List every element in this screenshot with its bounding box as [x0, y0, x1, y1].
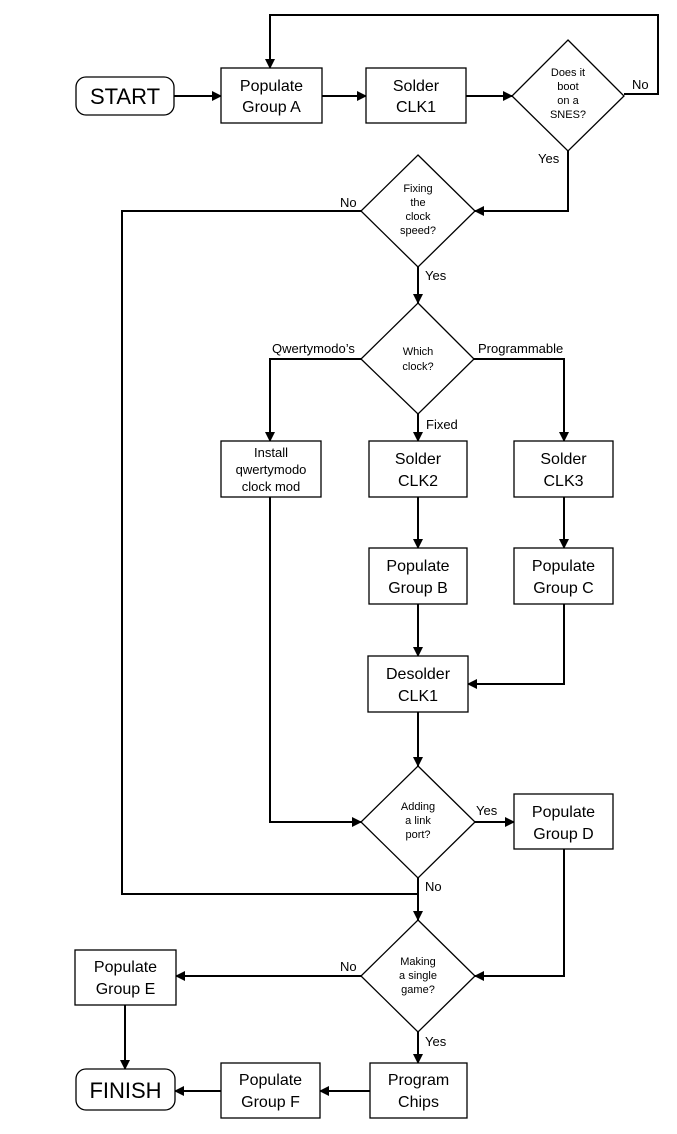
install-mod-line1: Install — [254, 445, 288, 460]
edge-label-clock-programmable: Programmable — [478, 341, 563, 356]
edge-label-single-yes: Yes — [425, 1034, 447, 1049]
edge-clock-programmable — [474, 358, 569, 442]
edge-label-boot-yes: Yes — [538, 151, 560, 166]
single-game-line1: Making — [400, 956, 435, 968]
solder-clk3-line2: CLK3 — [543, 473, 583, 490]
populate-group-c-line1: Populate — [532, 558, 595, 575]
solder-clk3-box: Solder CLK3 — [513, 440, 614, 498]
link-port-line3: port? — [405, 829, 430, 841]
fix-clock-decision: Fixing the clock speed? — [360, 154, 476, 268]
edge-populate-c-to-desolder — [467, 604, 565, 689]
start-label: START — [90, 84, 160, 109]
which-clock-line2: clock? — [402, 361, 433, 373]
populate-group-a-line1: Populate — [240, 78, 303, 95]
solder-clk1-box: Solder CLK1 — [365, 67, 467, 124]
edge-label-link-yes: Yes — [476, 803, 498, 818]
edge-label-clock-qwerty: Qwertymodo’s — [272, 341, 355, 356]
edge-labels: No Yes No Yes Qwertymodo’s Programmable … — [272, 77, 649, 1049]
edge-label-boot-no: No — [632, 77, 649, 92]
single-game-line2: a single — [399, 970, 437, 982]
fix-clock-line1: Fixing — [403, 183, 432, 195]
populate-group-c-box: Populate Group C — [513, 547, 614, 605]
populate-group-a-line2: Group A — [242, 99, 301, 116]
program-chips-line2: Chips — [398, 1094, 439, 1111]
finish-terminal: FINISH — [75, 1068, 176, 1111]
link-port-decision: Adding a link port? — [360, 765, 476, 879]
fix-clock-line3: clock — [405, 211, 431, 223]
install-mod-box: Install qwertymodo clock mod — [220, 440, 322, 498]
populate-group-e-line2: Group E — [96, 981, 156, 998]
solder-clk1-line2: CLK1 — [396, 99, 436, 116]
which-clock-line1: Which — [403, 346, 434, 358]
edge-fix-no-bypass — [121, 210, 418, 895]
solder-clk2-line1: Solder — [395, 451, 442, 468]
boot-check-line4: SNES? — [550, 109, 586, 121]
populate-group-a-box: Populate Group A — [220, 67, 323, 124]
populate-group-b-box: Populate Group B — [368, 547, 468, 605]
desolder-clk1-line1: Desolder — [386, 666, 451, 683]
fix-clock-line4: speed? — [400, 225, 436, 237]
single-game-decision: Making a single game? — [360, 919, 476, 1033]
populate-group-e-line1: Populate — [94, 959, 157, 976]
populate-group-f-box: Populate Group F — [220, 1062, 321, 1119]
link-port-line1: Adding — [401, 801, 435, 813]
edge-label-link-no: No — [425, 879, 442, 894]
edge-populate-d-to-single-game — [474, 849, 565, 981]
edge-label-clock-fixed: Fixed — [426, 417, 458, 432]
solder-clk2-box: Solder CLK2 — [368, 440, 468, 498]
populate-group-f-line2: Group F — [241, 1094, 300, 1111]
install-mod-line2: qwertymodo — [236, 462, 307, 477]
install-mod-line3: clock mod — [242, 479, 301, 494]
populate-group-d-line1: Populate — [532, 804, 595, 821]
desolder-clk1-box: Desolder CLK1 — [367, 655, 469, 713]
edge-label-fix-yes: Yes — [425, 268, 447, 283]
solder-clk1-line1: Solder — [393, 78, 440, 95]
edge-boot-yes-to-fix-clock — [474, 151, 569, 216]
start-terminal: START — [75, 76, 175, 116]
populate-group-c-line2: Group C — [533, 580, 593, 597]
edges — [120, 14, 659, 1096]
solder-clk3-line1: Solder — [540, 451, 587, 468]
edge-clock-qwerty — [265, 358, 361, 442]
boot-check-line3: on a — [557, 95, 579, 107]
single-game-line3: game? — [401, 984, 435, 996]
boot-check-line1: Does it — [551, 67, 585, 79]
populate-group-b-line1: Populate — [386, 558, 449, 575]
populate-group-d-box: Populate Group D — [513, 793, 614, 850]
which-clock-decision: Which clock? — [360, 302, 475, 415]
program-chips-box: Program Chips — [369, 1062, 468, 1119]
populate-group-e-box: Populate Group E — [74, 949, 177, 1006]
boot-check-decision: Does it boot on a SNES? — [511, 39, 625, 152]
edge-label-fix-no: No — [340, 195, 357, 210]
link-port-line2: a link — [405, 815, 431, 827]
solder-clk2-line2: CLK2 — [398, 473, 438, 490]
edge-install-mod-to-link-port — [269, 497, 362, 827]
desolder-clk1-line2: CLK1 — [398, 688, 438, 705]
program-chips-line1: Program — [388, 1072, 449, 1089]
edge-boot-no-loop — [265, 14, 659, 95]
populate-group-d-line2: Group D — [533, 826, 593, 843]
edge-label-single-no: No — [340, 959, 357, 974]
populate-group-f-line1: Populate — [239, 1072, 302, 1089]
fix-clock-line2: the — [410, 197, 425, 209]
finish-label: FINISH — [89, 1078, 161, 1103]
populate-group-b-line2: Group B — [388, 580, 448, 597]
boot-check-line2: boot — [557, 81, 578, 93]
